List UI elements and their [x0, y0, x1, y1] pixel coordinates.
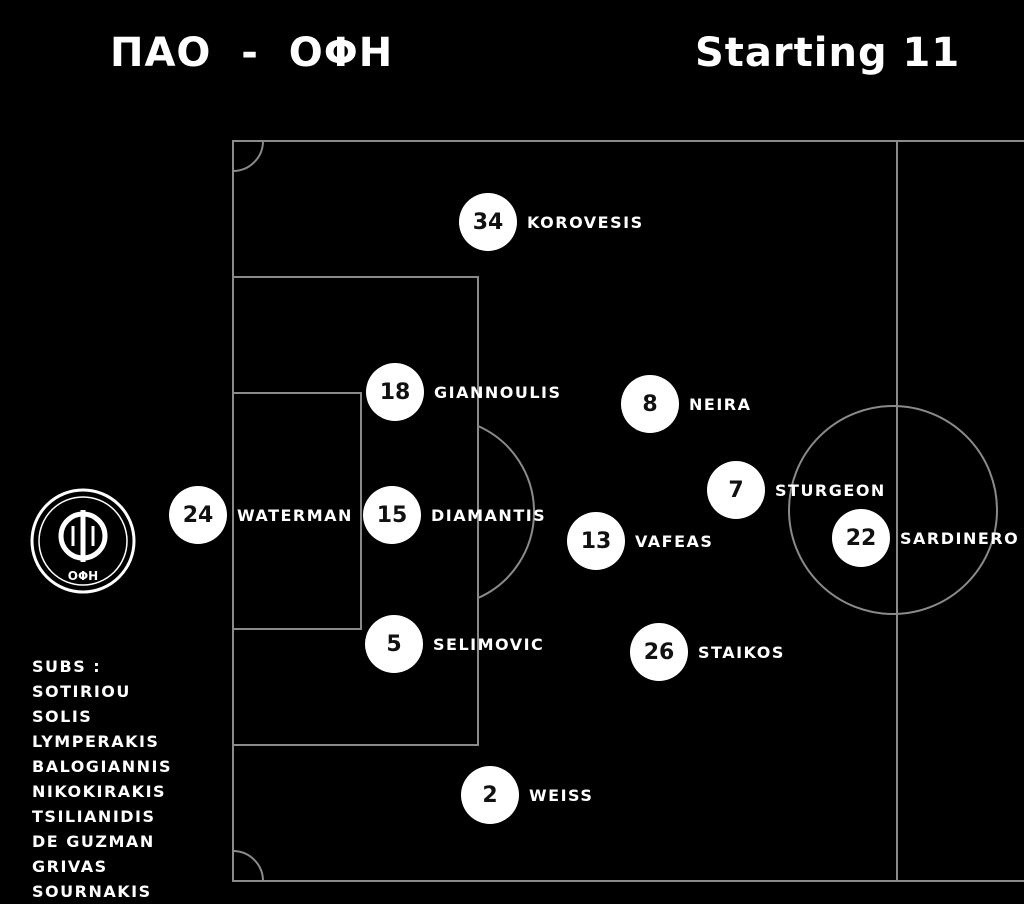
player-name: VAFEAS [635, 531, 714, 551]
player-weiss: 2 WEISS [461, 765, 593, 825]
player-staikos: 26 STAIKOS [630, 622, 785, 682]
player-number: 13 [567, 512, 625, 570]
player-name: WEISS [529, 785, 594, 805]
player-diamantis: 15 DIAMANTIS [363, 485, 546, 545]
subs-list: SUBS : SOTIRIOU SOLIS LYMPERAKIS BALOGIA… [32, 654, 172, 904]
player-number: 26 [630, 623, 688, 681]
player-korovesis: 34 KOROVESIS [459, 192, 644, 252]
player-name: DIAMANTIS [431, 505, 547, 525]
sub-player: SOURNAKIS [32, 882, 152, 901]
player-name: SELIMOVIC [433, 634, 545, 654]
sub-player: SOTIRIOU [32, 682, 131, 701]
match-title: ΠΑΟ - ΟΦΗ [110, 30, 394, 76]
center-circle [788, 405, 998, 615]
player-number: 24 [169, 486, 227, 544]
sub-player: TSILIANIDIS [32, 807, 156, 826]
player-name: STURGEON [775, 480, 886, 500]
team-crest-icon: ΟΦΗ [30, 488, 136, 594]
sub-player: LYMPERAKIS [32, 732, 160, 751]
player-number: 5 [365, 615, 423, 673]
player-name: GIANNOULIS [434, 382, 562, 402]
sub-player: DE GUZMAN [32, 832, 155, 851]
player-waterman: 24 WATERMAN [169, 485, 353, 545]
crest-text: ΟΦΗ [68, 569, 98, 583]
subs-label: SUBS : [32, 657, 102, 676]
player-number: 15 [363, 486, 421, 544]
sub-player: SOLIS [32, 707, 93, 726]
goal-area [232, 392, 362, 630]
player-number: 18 [366, 363, 424, 421]
player-name: KOROVESIS [527, 212, 644, 232]
sub-player: BALOGIANNIS [32, 757, 173, 776]
penalty-arc [477, 425, 535, 599]
corner-arc-top [232, 140, 264, 172]
player-name: WATERMAN [237, 505, 353, 525]
sub-player: NIKOKIRAKIS [32, 782, 167, 801]
player-vafeas: 13 VAFEAS [567, 511, 713, 571]
player-number: 8 [621, 375, 679, 433]
player-name: STAIKOS [698, 642, 785, 662]
corner-arc-bottom [232, 850, 264, 882]
player-number: 22 [832, 509, 890, 567]
player-name: SARDINERO [900, 528, 1020, 548]
player-number: 2 [461, 766, 519, 824]
player-sardinero: 22 SARDINERO [832, 508, 1019, 568]
player-number: 7 [707, 461, 765, 519]
player-giannoulis: 18 GIANNOULIS [366, 362, 562, 422]
player-selimovic: 5 SELIMOVIC [365, 614, 544, 674]
player-neira: 8 NEIRA [621, 374, 751, 434]
sub-player: GRIVAS [32, 857, 108, 876]
player-number: 34 [459, 193, 517, 251]
lineup-title: Starting 11 [695, 30, 961, 76]
player-name: NEIRA [689, 394, 752, 414]
player-sturgeon: 7 STURGEON [707, 460, 886, 520]
